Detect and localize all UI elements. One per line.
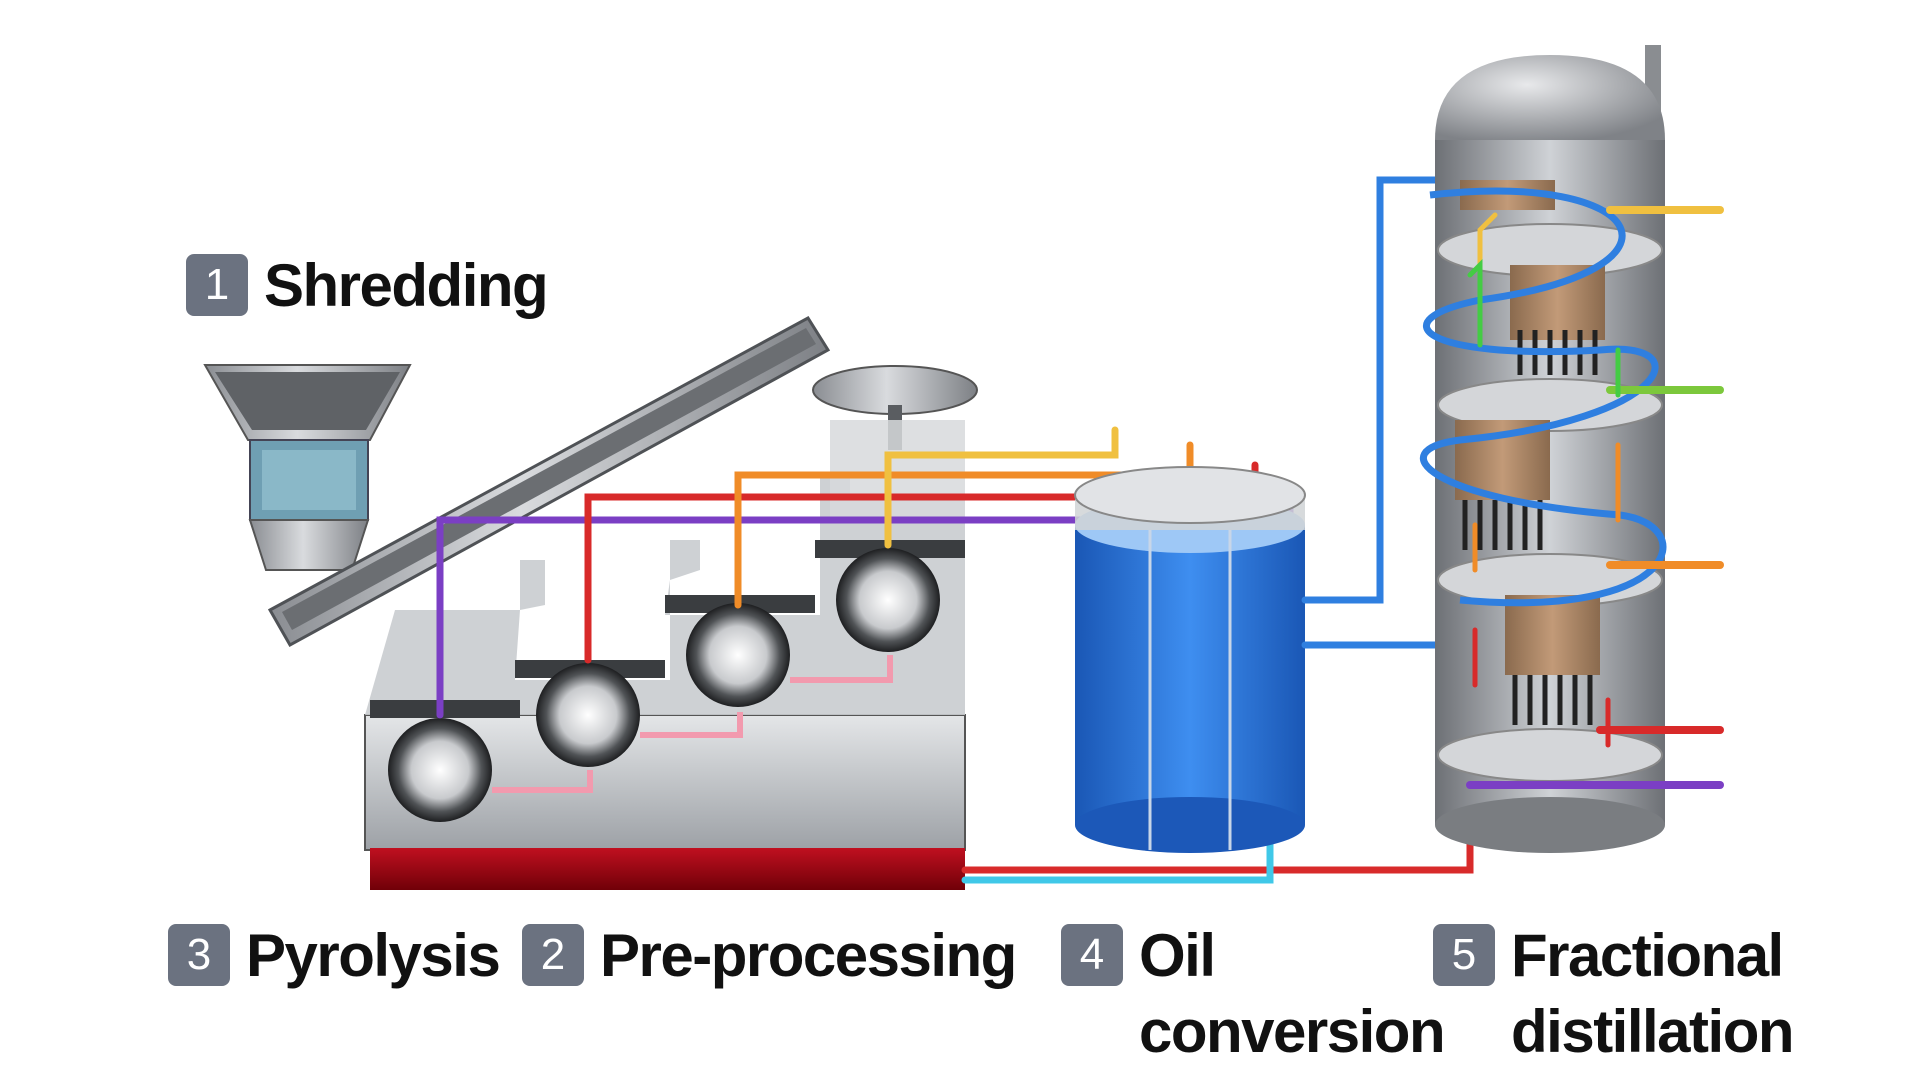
pyrolysis-staircase-body xyxy=(364,475,966,890)
pink-connector-pipes xyxy=(492,655,893,793)
step-badge-3: 3 xyxy=(168,924,230,986)
roller-2 xyxy=(536,663,640,767)
output-pipes xyxy=(1466,206,1724,789)
step-label-pre-processing: Pre-processing xyxy=(600,922,1017,989)
oil-conversion-tank xyxy=(1074,466,1306,853)
step-label-fractional: Fractional xyxy=(1511,922,1784,989)
step-badge-1: 1 xyxy=(186,254,248,316)
pyrolysis-rollers xyxy=(388,548,940,822)
step-5-fractional-distillation: 5 Fractional distillation xyxy=(1433,918,1795,1070)
step-2-pre-processing: 2 Pre-processing xyxy=(522,918,1017,994)
step-badge-5: 5 xyxy=(1433,924,1495,986)
step-3-pyrolysis: 3 Pyrolysis xyxy=(168,918,501,994)
heating-coil xyxy=(1419,187,1667,607)
distillation-column xyxy=(1419,45,1667,853)
step-label-pyrolysis: Pyrolysis xyxy=(246,922,501,989)
step-badge-4: 4 xyxy=(1061,924,1123,986)
shredder-hopper xyxy=(203,364,412,571)
step-badge-2: 2 xyxy=(522,924,584,986)
distillation-tray-4 xyxy=(1437,728,1663,782)
step-1-shredding: 1 Shredding xyxy=(186,248,549,324)
step-label-distillation: distillation xyxy=(1511,998,1795,1065)
roller-1 xyxy=(388,718,492,822)
roller-4 xyxy=(836,548,940,652)
step-label-oil: Oil xyxy=(1139,922,1216,989)
step-label-conversion: conversion xyxy=(1139,998,1446,1065)
step-label-shredding: Shredding xyxy=(264,252,549,319)
step-4-oil-conversion: 4 Oil conversion xyxy=(1061,918,1446,1070)
roller-3 xyxy=(686,603,790,707)
inclined-conveyor xyxy=(267,316,831,648)
